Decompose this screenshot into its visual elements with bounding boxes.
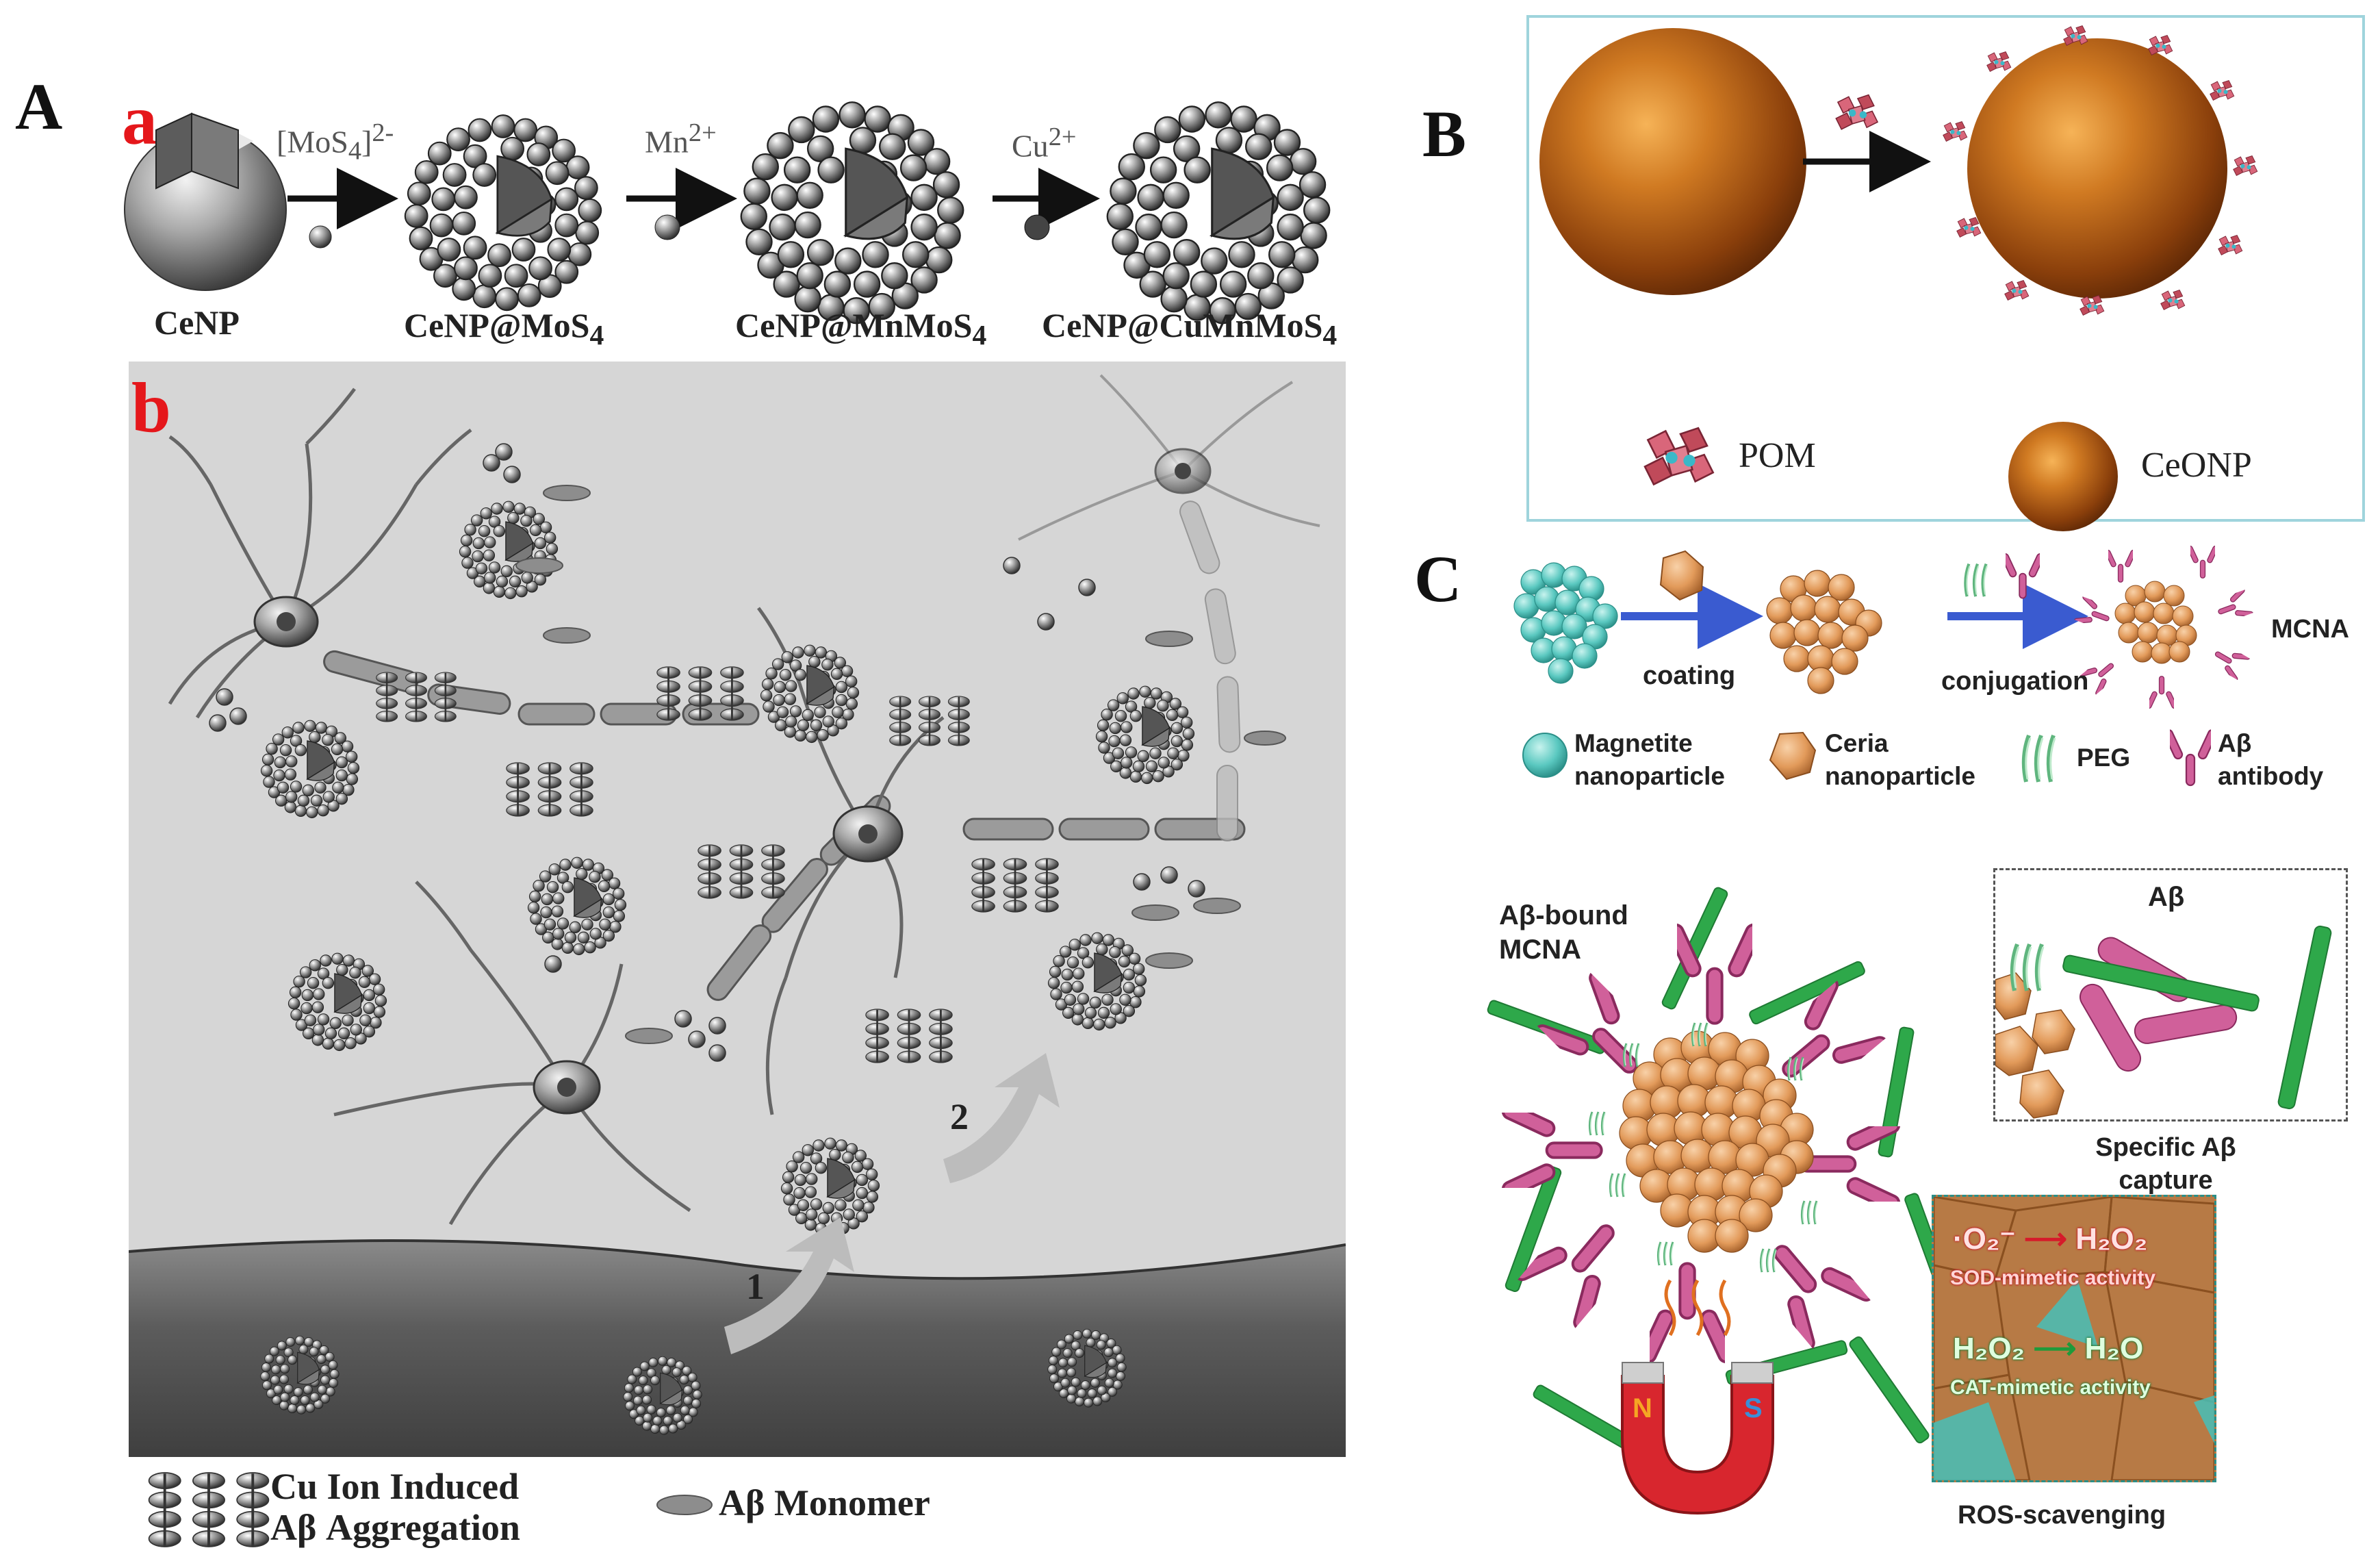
mcna-particle [2072,544,2255,710]
capture-abeta-fibril [2062,954,2260,1012]
pom-legend-icon [1643,427,1714,485]
mcna-label: MCNA [2271,615,2349,644]
neuron [168,374,1320,1226]
peg-legend-icon [2019,730,2063,785]
panel-label-b: B [1422,97,1467,170]
capture-inset [1995,925,2332,1119]
product-label-cenp: CeNP [154,303,240,342]
monomer-legend-icon [656,1495,713,1515]
legend-monomer: Aβ Monomer [719,1482,930,1523]
product-label-cenp-cumnmos4: CeNP@CuMnMoS4 [1042,306,1338,351]
ceria-coated-cluster [1766,570,1882,694]
reagent-mos4-label: [MoS4]2- [277,118,394,166]
ros-scavenging-label: ROS-scavenging [1958,1501,2166,1530]
legend-pom: POM [1739,436,1816,475]
ceonp-pom-scheme [1539,25,2258,316]
step-arrow-1 [724,1217,854,1354]
cenp-particle [124,112,287,291]
ceonp-legend-icon [2008,422,2118,531]
cu-ion [209,443,1205,1062]
capture-abeta-fibril [2277,925,2332,1110]
ros-inset: ·O₂⁻ ⟶ H₂O₂ SOD-mimetic activity H₂O₂ ⟶ … [1932,1195,2216,1482]
reagent-mn-label: Mn2+ [645,118,717,160]
ceonp-particle [1539,28,1806,295]
peg-reagent-icon [1965,564,1987,597]
legend-aggregation-line1: Cu Ion Induced [270,1466,520,1507]
magnetite-cluster [1513,562,1618,684]
panel-label-a: A [15,70,63,143]
reagent-cu-label: Cu2+ [1012,123,1077,164]
panel-label-c: C [1414,542,1462,616]
product-label-cenp-mnmos4: CeNP@MnMoS4 [735,306,987,351]
brain-illustration [129,362,1346,1457]
cat-reaction: H₂O₂ ⟶ H₂O [1953,1332,2144,1365]
subpanel-label-a: a [122,81,157,160]
ceonp-pom-particle [1967,38,2227,299]
legend-aggregation-line2: Aβ Aggregation [270,1507,520,1548]
cat-label: CAT-mimetic activity [1950,1376,2151,1399]
synthesis-scheme [124,101,1331,325]
sod-reaction: ·O₂⁻ ⟶ H₂O₂ [1953,1222,2148,1256]
aggregation-legend-icon [147,1471,270,1548]
pom-reagent-icon [1835,94,1878,130]
step-arrow-2 [943,1053,1060,1183]
sod-label: SOD-mimetic activity [1950,1267,2156,1289]
ceria-legend-icon [1769,731,1817,781]
cenp-mnmos4-particle [740,101,964,325]
magnet-s-label: S [1744,1393,1763,1423]
cenp-mos4-particle [404,114,602,312]
mos4-ion-icon [309,225,332,249]
magnet-n-label: N [1633,1393,1652,1423]
ceria-reagent-icon [1659,550,1704,601]
antibody-legend-icon [2170,727,2211,787]
cenp-cumnmos4-particle [1106,101,1331,325]
legend-ceonp: CeONP [2141,446,2252,485]
antibody-reagent-icon [2006,552,2040,599]
mcna-synthesis-scheme [1513,544,2255,710]
capture-abeta-label: Aβ [2148,882,2185,912]
abeta-monomer [515,485,1286,1044]
product-label-cenp-mos4: CeNP@MoS4 [404,306,604,351]
step-label-2: 2 [950,1096,969,1137]
legend-peg: PEG [2077,744,2131,772]
subpanel-label-b: b [131,368,171,447]
cu-ion-icon [1024,214,1050,240]
conjugation-label: conjugation [1941,667,2089,696]
panel-b-frame [1526,15,2365,522]
magnet-icon [1621,1362,1774,1515]
step-label-1: 1 [746,1266,765,1307]
capture-antibody [2080,937,2238,1072]
magnetite-legend-icon [1522,733,1568,778]
coating-label: coating [1643,661,1736,690]
mn-ion-icon [654,214,680,240]
magnetic-field-lines [1664,1279,1731,1336]
abeta-bound-mcna-illustration: N S [1487,887,1956,1515]
mcna-core [1619,1030,1814,1253]
